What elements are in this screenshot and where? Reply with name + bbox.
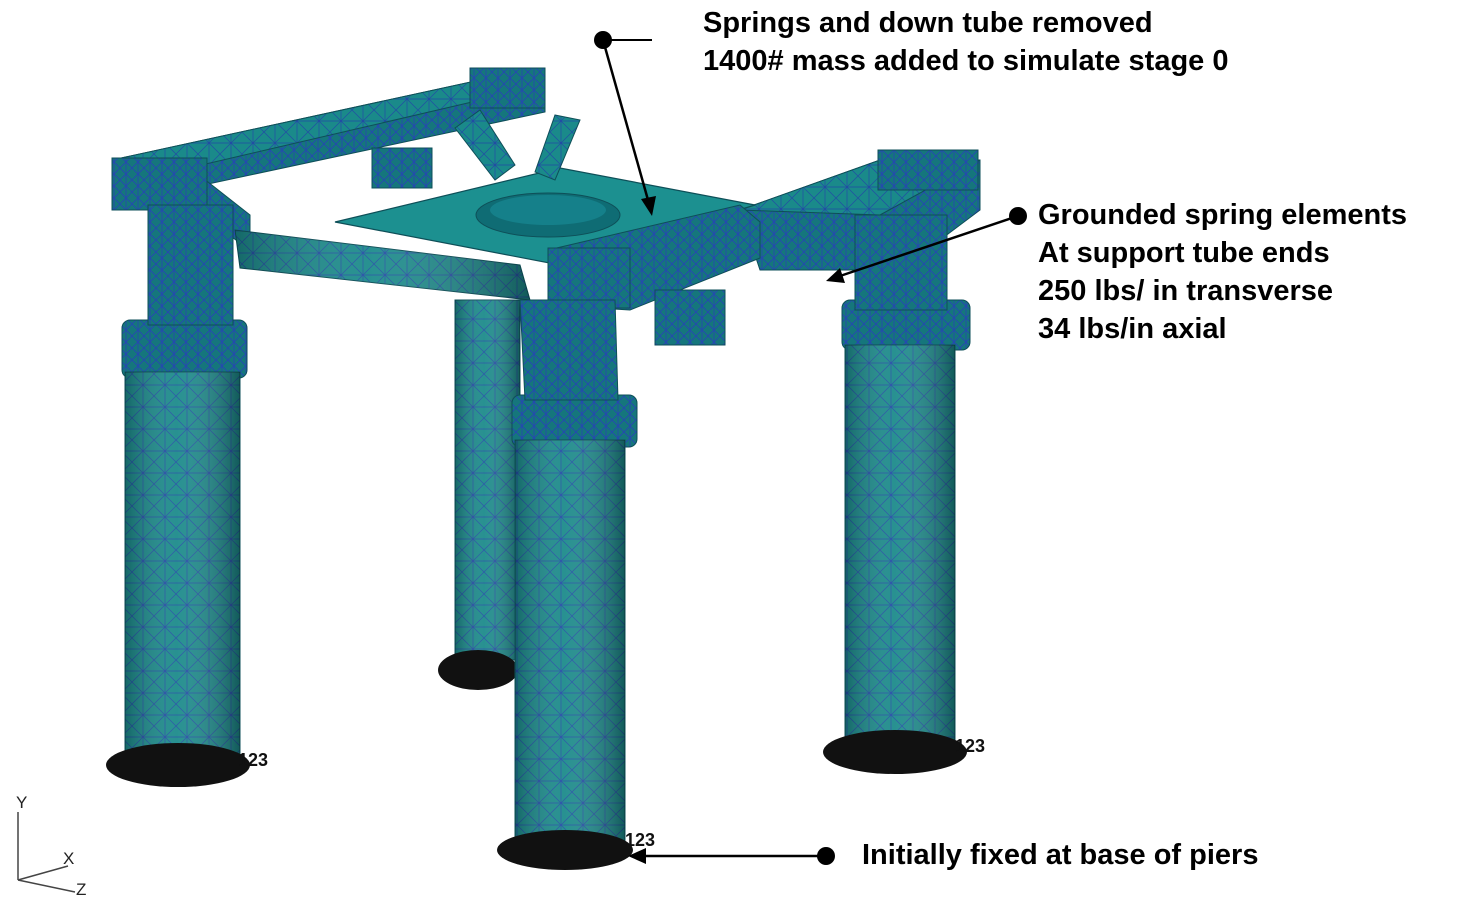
pier-right: 123 <box>823 214 985 774</box>
annotation-line: 34 lbs/in axial <box>1038 313 1227 345</box>
annotation-springs-removed: Springs and down tube removed 1400# mass… <box>703 4 1228 80</box>
pier-left: 123 <box>106 204 268 787</box>
pier-front: 123 <box>497 299 655 870</box>
fe-model: 123 123 123 <box>106 67 985 870</box>
axis-x-label: X <box>63 849 74 868</box>
annotation-line: 250 lbs/ in transverse <box>1038 275 1333 307</box>
axis-z-label: Z <box>76 880 86 897</box>
leader-bottom <box>628 847 835 865</box>
annotation-line: Springs and down tube removed <box>703 7 1153 39</box>
base-pad-right <box>823 730 967 774</box>
base-pad-left <box>106 743 250 787</box>
annotation-line: Grounded spring elements <box>1038 199 1407 231</box>
coordinate-triad: Y X Z <box>16 793 86 897</box>
annotation-fixed-base: Initially fixed at base of piers <box>862 836 1258 874</box>
nozzle-fittings <box>371 109 581 189</box>
annotation-line: At support tube ends <box>1038 237 1330 269</box>
base-pad-back-left <box>438 650 518 690</box>
rear-frame-beam <box>111 67 546 191</box>
node-label-left: 123 <box>238 750 268 770</box>
axis-y-label: Y <box>16 793 27 812</box>
leader-right <box>826 207 1027 283</box>
annotation-line: 1400# mass added to simulate stage 0 <box>703 45 1229 77</box>
leader-top <box>594 31 656 216</box>
base-pad-front <box>497 830 633 870</box>
node-label-right: 123 <box>955 736 985 756</box>
node-label-front: 123 <box>625 830 655 850</box>
annotation-line: Initially fixed at base of piers <box>862 839 1259 871</box>
pier-back-left <box>438 299 521 690</box>
annotation-grounded-springs: Grounded spring elements At support tube… <box>1038 196 1407 348</box>
top-mass-plate <box>334 167 756 266</box>
